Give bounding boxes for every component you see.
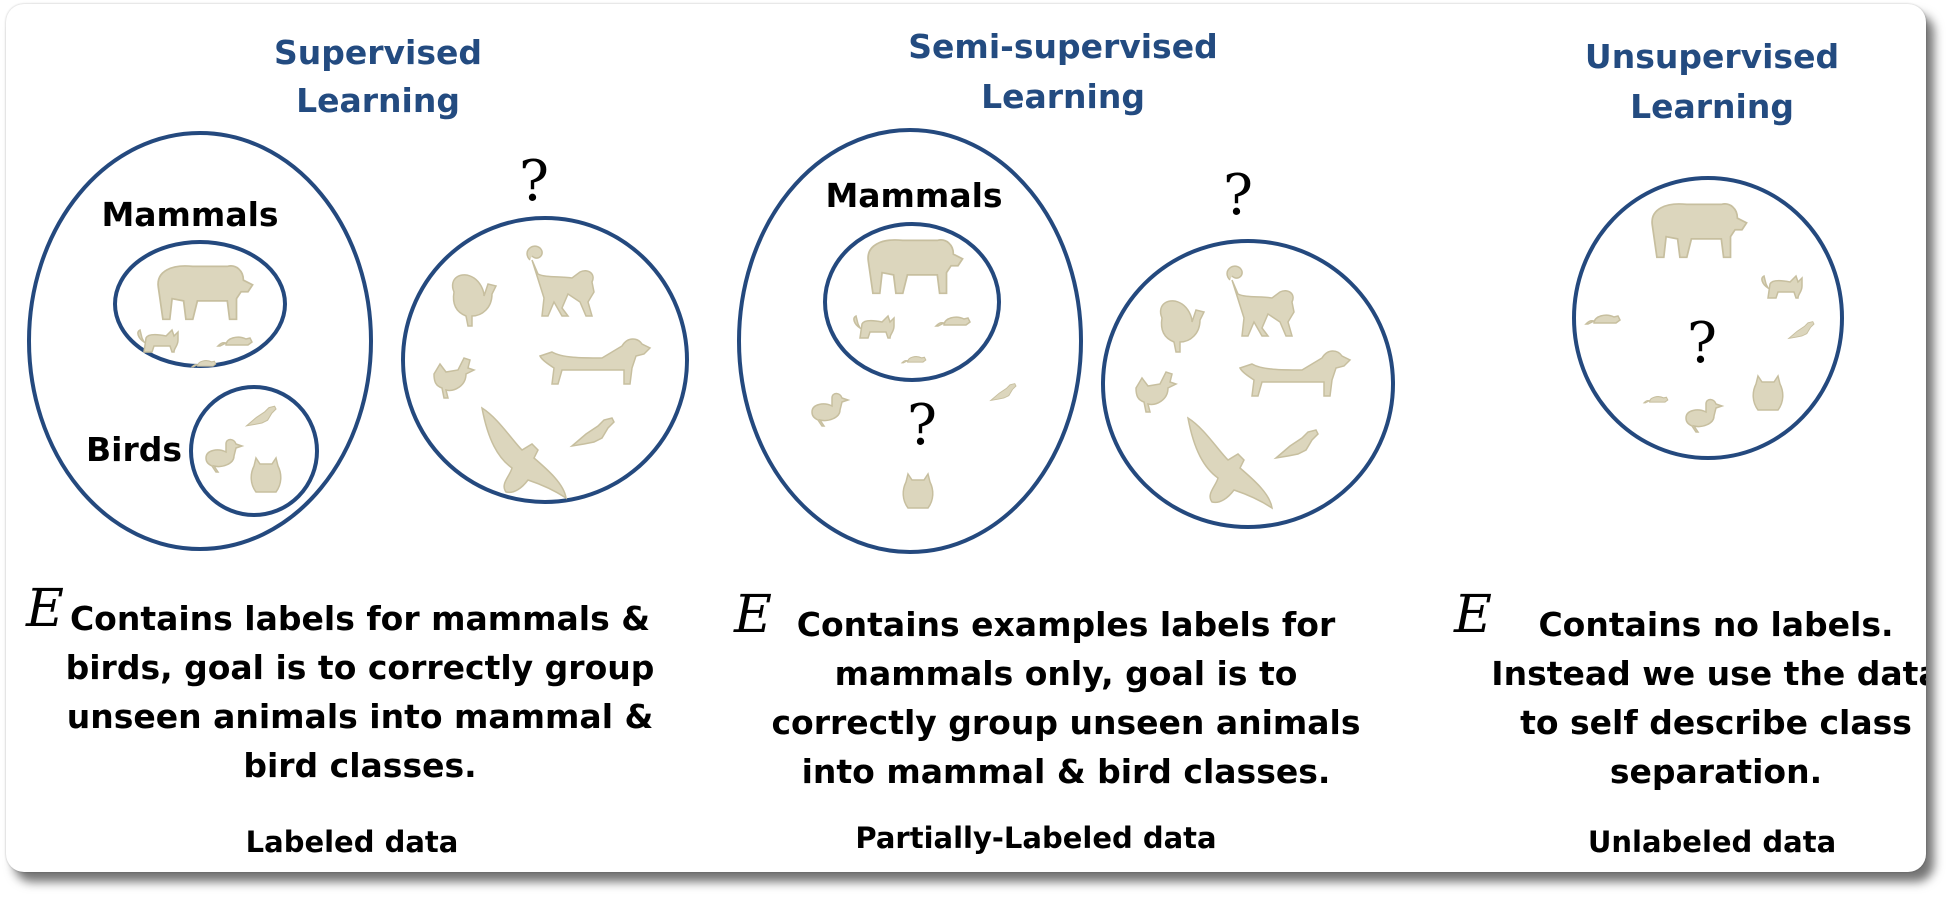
monkey-icon (526, 245, 595, 317)
hen-icon (1135, 371, 1177, 413)
crow-icon (1275, 429, 1319, 459)
supervised-experience-symbol: E (25, 579, 64, 639)
supervised-title-line1: Supervised (274, 33, 482, 72)
turkey-icon (1159, 300, 1205, 353)
semi-unknown-mark: ? (1223, 163, 1253, 228)
birds-label: Birds (86, 430, 182, 469)
bear-icon (157, 265, 254, 321)
mouse-icon (1585, 314, 1621, 325)
mouse-icon (935, 316, 971, 327)
semi-desc-line1: Contains examples labels for (797, 605, 1336, 644)
semi-desc-line3: correctly group unseen animals (771, 703, 1360, 742)
owl-icon (250, 457, 282, 493)
unsupervised-title-line1: Unsupervised (1585, 37, 1839, 76)
duck-icon (1685, 398, 1723, 433)
owl-icon (902, 473, 934, 509)
hen-icon (433, 357, 475, 399)
birds-class-circle (189, 385, 319, 517)
crow-icon (571, 417, 615, 447)
supervised-title-line2: Learning (296, 81, 460, 120)
mouse-icon (1643, 396, 1669, 404)
learning-types-diagram: Supervised Learning Mammals Birds ? E Co… (25, 27, 1926, 859)
semi-title-line1: Semi-supervised (908, 27, 1217, 66)
crow-icon (990, 383, 1017, 401)
duck-icon (811, 392, 849, 427)
semi-experience-symbol: E (733, 585, 772, 645)
cat-icon (137, 329, 179, 353)
crow-icon (1788, 321, 1815, 339)
eagle-icon (1187, 417, 1273, 509)
supervised-unseen-set (401, 216, 689, 504)
mouse-icon (217, 336, 253, 347)
unsupervised-footer: Unlabeled data (1588, 825, 1836, 859)
owl-icon (1752, 375, 1784, 411)
supervised-footer: Labeled data (246, 825, 459, 859)
semi-desc-line2: mammals only, goal is to (835, 654, 1298, 693)
cat-icon (1761, 275, 1803, 299)
mouse-icon (901, 356, 927, 364)
crow-icon (246, 405, 277, 427)
semi-mammals-label: Mammals (825, 176, 1002, 215)
unsupervised-desc-line2: Instead we use the data (1491, 654, 1926, 693)
supervised-desc-line3: unseen animals into mammal & (67, 697, 654, 736)
supervised-unknown-mark: ? (519, 149, 549, 214)
supervised-desc-line1: Contains labels for mammals & (70, 599, 650, 638)
duck-icon (205, 438, 243, 473)
supervised-desc-line4: bird classes. (243, 746, 476, 785)
mouse-icon (191, 360, 217, 368)
mammals-class-circle (113, 240, 287, 368)
bear-icon (867, 239, 964, 295)
unsupervised-desc-line4: separation. (1610, 752, 1822, 791)
dog-icon (539, 338, 651, 385)
mammals-label: Mammals (101, 195, 278, 234)
semi-footer: Partially-Labeled data (855, 821, 1216, 855)
dog-icon (1239, 350, 1351, 397)
semi-inner-unknown-mark: ? (907, 393, 937, 458)
cat-icon (853, 315, 895, 339)
unsupervised-unknown-mark: ? (1687, 311, 1717, 376)
turkey-icon (451, 274, 497, 327)
diagram-frame: Supervised Learning Mammals Birds ? E Co… (6, 4, 1926, 872)
semi-title-line2: Learning (981, 77, 1145, 116)
semi-mammals-class-circle (823, 222, 1001, 382)
unsupervised-desc-line1: Contains no labels. (1538, 605, 1893, 644)
semi-partial-set (737, 128, 1083, 554)
eagle-icon (481, 407, 567, 499)
monkey-icon (1226, 265, 1295, 337)
supervised-desc-line2: birds, goal is to correctly group (66, 648, 655, 687)
unsupervised-data-set (1572, 176, 1844, 460)
unsupervised-experience-symbol: E (1453, 585, 1492, 645)
semi-desc-line4: into mammal & bird classes. (802, 752, 1331, 791)
semi-unseen-set (1101, 239, 1395, 529)
bear-icon (1651, 203, 1748, 259)
supervised-labeled-set (27, 131, 373, 551)
unsupervised-title-line2: Learning (1630, 87, 1794, 126)
unsupervised-desc-line3: to self describe class (1520, 703, 1912, 742)
